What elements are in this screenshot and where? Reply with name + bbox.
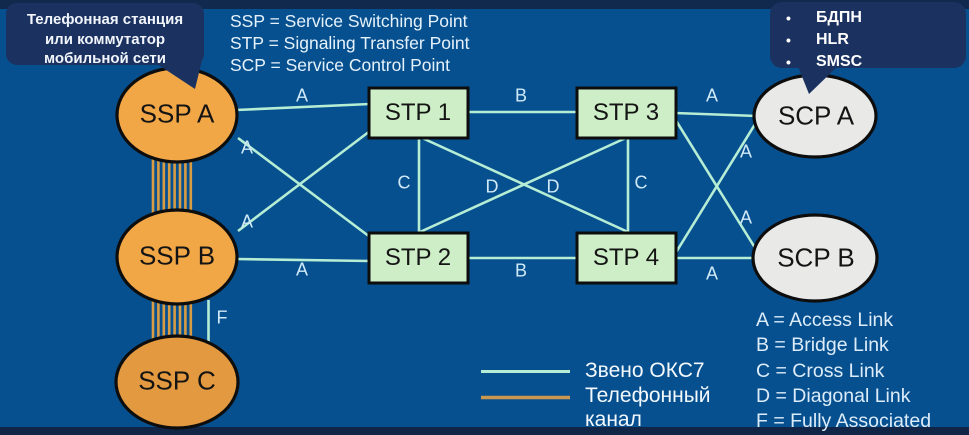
callout-right-item: • БДПН [786, 7, 862, 29]
link-label-a: A [705, 263, 719, 284]
acronym-legend: SSP = Service Switching Point STP = Sign… [230, 10, 469, 76]
node-ssp-b [115, 208, 239, 306]
signaling-links [207, 102, 759, 344]
node-label-stp-2: STP 2 [384, 244, 452, 271]
bullet-icon: • [786, 32, 791, 48]
link-label-a: A [240, 137, 254, 158]
link-type-fully: F = Fully Associated [756, 410, 932, 433]
link-label-b: B [514, 85, 528, 106]
link-label-c: C [634, 172, 648, 193]
link-label-a: A [240, 211, 254, 232]
node-label-ssp-c: SSP C [138, 365, 216, 396]
acronym-ssp: SSP = Service Switching Point [230, 11, 468, 31]
node-stp-3 [575, 86, 678, 140]
callout-right-item-label: БДПН [816, 9, 862, 26]
link-label-f: F [216, 307, 228, 328]
callout-left-bubble [6, 3, 204, 89]
node-label-scp-a: SCP A [777, 100, 855, 131]
link-label-a: A [739, 141, 753, 162]
link-type-bridge: B = Bridge Link [756, 334, 889, 357]
link-a-sspa-stp1 [235, 102, 371, 112]
link-label-d: D [485, 176, 499, 197]
link-label-a: A [739, 207, 753, 228]
bottom-band [0, 427, 969, 435]
acronym-scp: SCP = Service Control Point [230, 55, 450, 75]
bullet-icon: • [786, 54, 791, 70]
link-label-c: C [397, 172, 411, 193]
callout-right-item: • SMSC [786, 51, 862, 73]
acronym-stp: STP = Signaling Transfer Point [230, 33, 470, 53]
link-a-stp3-scpa [674, 111, 758, 118]
legend-phone-label: Телефонный канал [585, 384, 711, 431]
link-label-a: A [705, 85, 719, 106]
callout-right-item-label: HLR [816, 31, 849, 48]
callout-left-line: мобильной сети [44, 50, 166, 67]
link-label-a: A [295, 85, 309, 106]
link-label-a: A [295, 259, 309, 280]
link-type-diagonal: D = Diagonal Link [756, 384, 911, 407]
link-a-sspb-stp2 [235, 257, 371, 263]
legend-signal-label: Звено ОКС7 [585, 359, 705, 382]
node-label-stp-4: STP 4 [592, 244, 660, 271]
callout-left-line: Телефонная станция [26, 11, 184, 28]
callout-right-item-label: SMSC [816, 53, 863, 70]
link-a-stp3-scpb [673, 118, 759, 252]
phone-trunk-sspa-sspb [151, 150, 193, 216]
link-label-d: D [546, 176, 560, 197]
node-stp-1 [367, 86, 470, 140]
link-type-cross: C = Cross Link [756, 359, 885, 382]
link-a-stp4-scpa [673, 120, 759, 255]
node-stp-2 [367, 231, 470, 285]
node-label-stp-1: STP 1 [384, 99, 452, 126]
node-label-ssp-a: SSP A [139, 98, 215, 129]
callout-left-line: или коммутатор [44, 30, 166, 48]
link-a-sspa-stp2 [237, 136, 371, 239]
bullet-icon: • [786, 10, 791, 26]
top-band [0, 0, 969, 9]
node-label-stp-3: STP 3 [592, 99, 660, 126]
link-type-access: A = Access Link [756, 309, 894, 331]
node-label-scp-b: SCP B [777, 242, 855, 273]
node-stp-4 [575, 231, 678, 285]
link-label-b: B [514, 260, 528, 281]
callout-right-bubble [770, 2, 966, 94]
link-a-sspb-stp1 [237, 129, 371, 233]
callout-right-list: • БДПН • HLR • SMSC [786, 7, 862, 73]
node-scp-b [751, 213, 879, 303]
node-ssp-c [114, 334, 240, 430]
callout-right-item: • HLR [786, 29, 862, 51]
link-d-stp2-stp3 [419, 135, 629, 234]
node-label-ssp-b: SSP B [138, 240, 216, 271]
callout-left-text: Телефонная станция или коммутатор мобиль… [6, 10, 204, 69]
link-type-legend: A = Access Link B = Bridge Link C = Cros… [756, 308, 931, 434]
